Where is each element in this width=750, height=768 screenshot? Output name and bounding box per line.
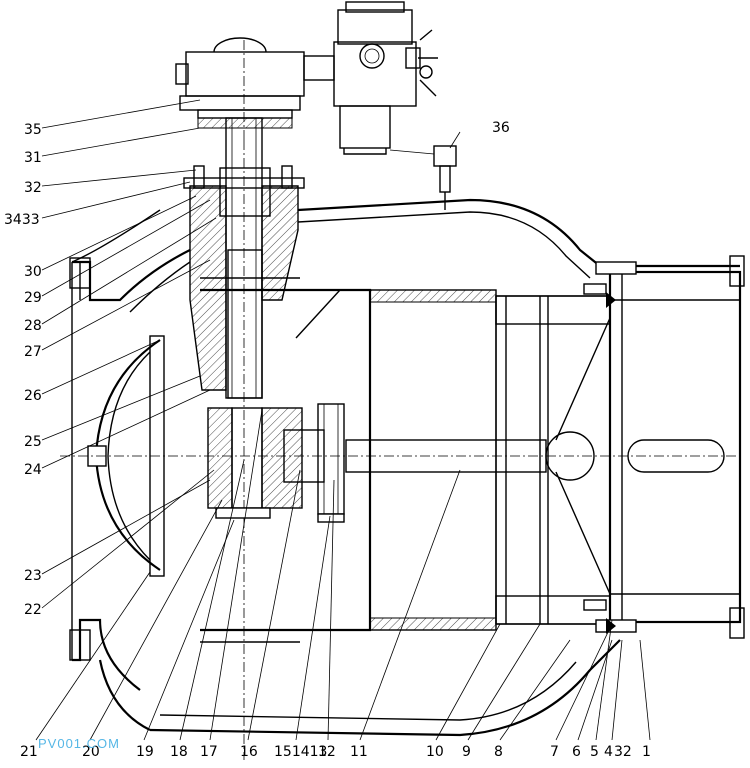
label-32: 32 (24, 180, 42, 196)
label-19: 19 (136, 744, 154, 760)
label-28: 28 (24, 318, 42, 334)
label-36: 36 (492, 120, 510, 136)
watermark: PV001.COM (38, 736, 120, 751)
label-20: 20 (82, 744, 100, 760)
label-24: 24 (24, 462, 42, 478)
right-outlet-flange (555, 255, 745, 639)
label-12: 12 (318, 744, 336, 760)
label-1: 1 (642, 744, 651, 760)
label-17: 17 (200, 744, 218, 760)
part-number-labels: 35 31 32 3433 30 29 28 27 26 25 24 23 22… (4, 120, 651, 760)
valve-body-shell (69, 198, 740, 737)
label-21: 21 (20, 744, 38, 760)
label-5: 5 (590, 744, 599, 760)
label-32-bottom: 32 (614, 744, 632, 760)
label-151413: 151413 (274, 744, 327, 760)
label-4: 4 (604, 744, 613, 760)
label-8: 8 (494, 744, 503, 760)
label-30: 30 (24, 264, 42, 280)
label-31: 31 (24, 150, 42, 166)
leader-lines (35, 99, 651, 741)
label-27: 27 (24, 344, 42, 360)
inner-cylinder (200, 277, 611, 643)
label-9: 9 (462, 744, 471, 760)
gearbox (175, 37, 305, 140)
label-6: 6 (572, 744, 581, 760)
bonnet-block (183, 165, 305, 391)
label-7: 7 (550, 744, 559, 760)
label-25: 25 (24, 434, 42, 450)
left-casing (71, 209, 161, 660)
label-16: 16 (240, 744, 258, 760)
electric-actuator (303, 1, 438, 155)
piston-rod (345, 431, 725, 481)
label-35: 35 (24, 122, 42, 138)
label-23: 23 (24, 568, 42, 584)
label-10: 10 (426, 744, 444, 760)
rack-and-pinion (207, 403, 345, 523)
label-29: 29 (24, 290, 42, 306)
label-26: 26 (24, 388, 42, 404)
label-3433: 3433 (4, 212, 40, 228)
label-18: 18 (170, 744, 188, 760)
label-22: 22 (24, 602, 42, 618)
left-end-cap (60, 335, 740, 577)
limit-switch (389, 145, 457, 210)
label-11: 11 (350, 744, 368, 760)
